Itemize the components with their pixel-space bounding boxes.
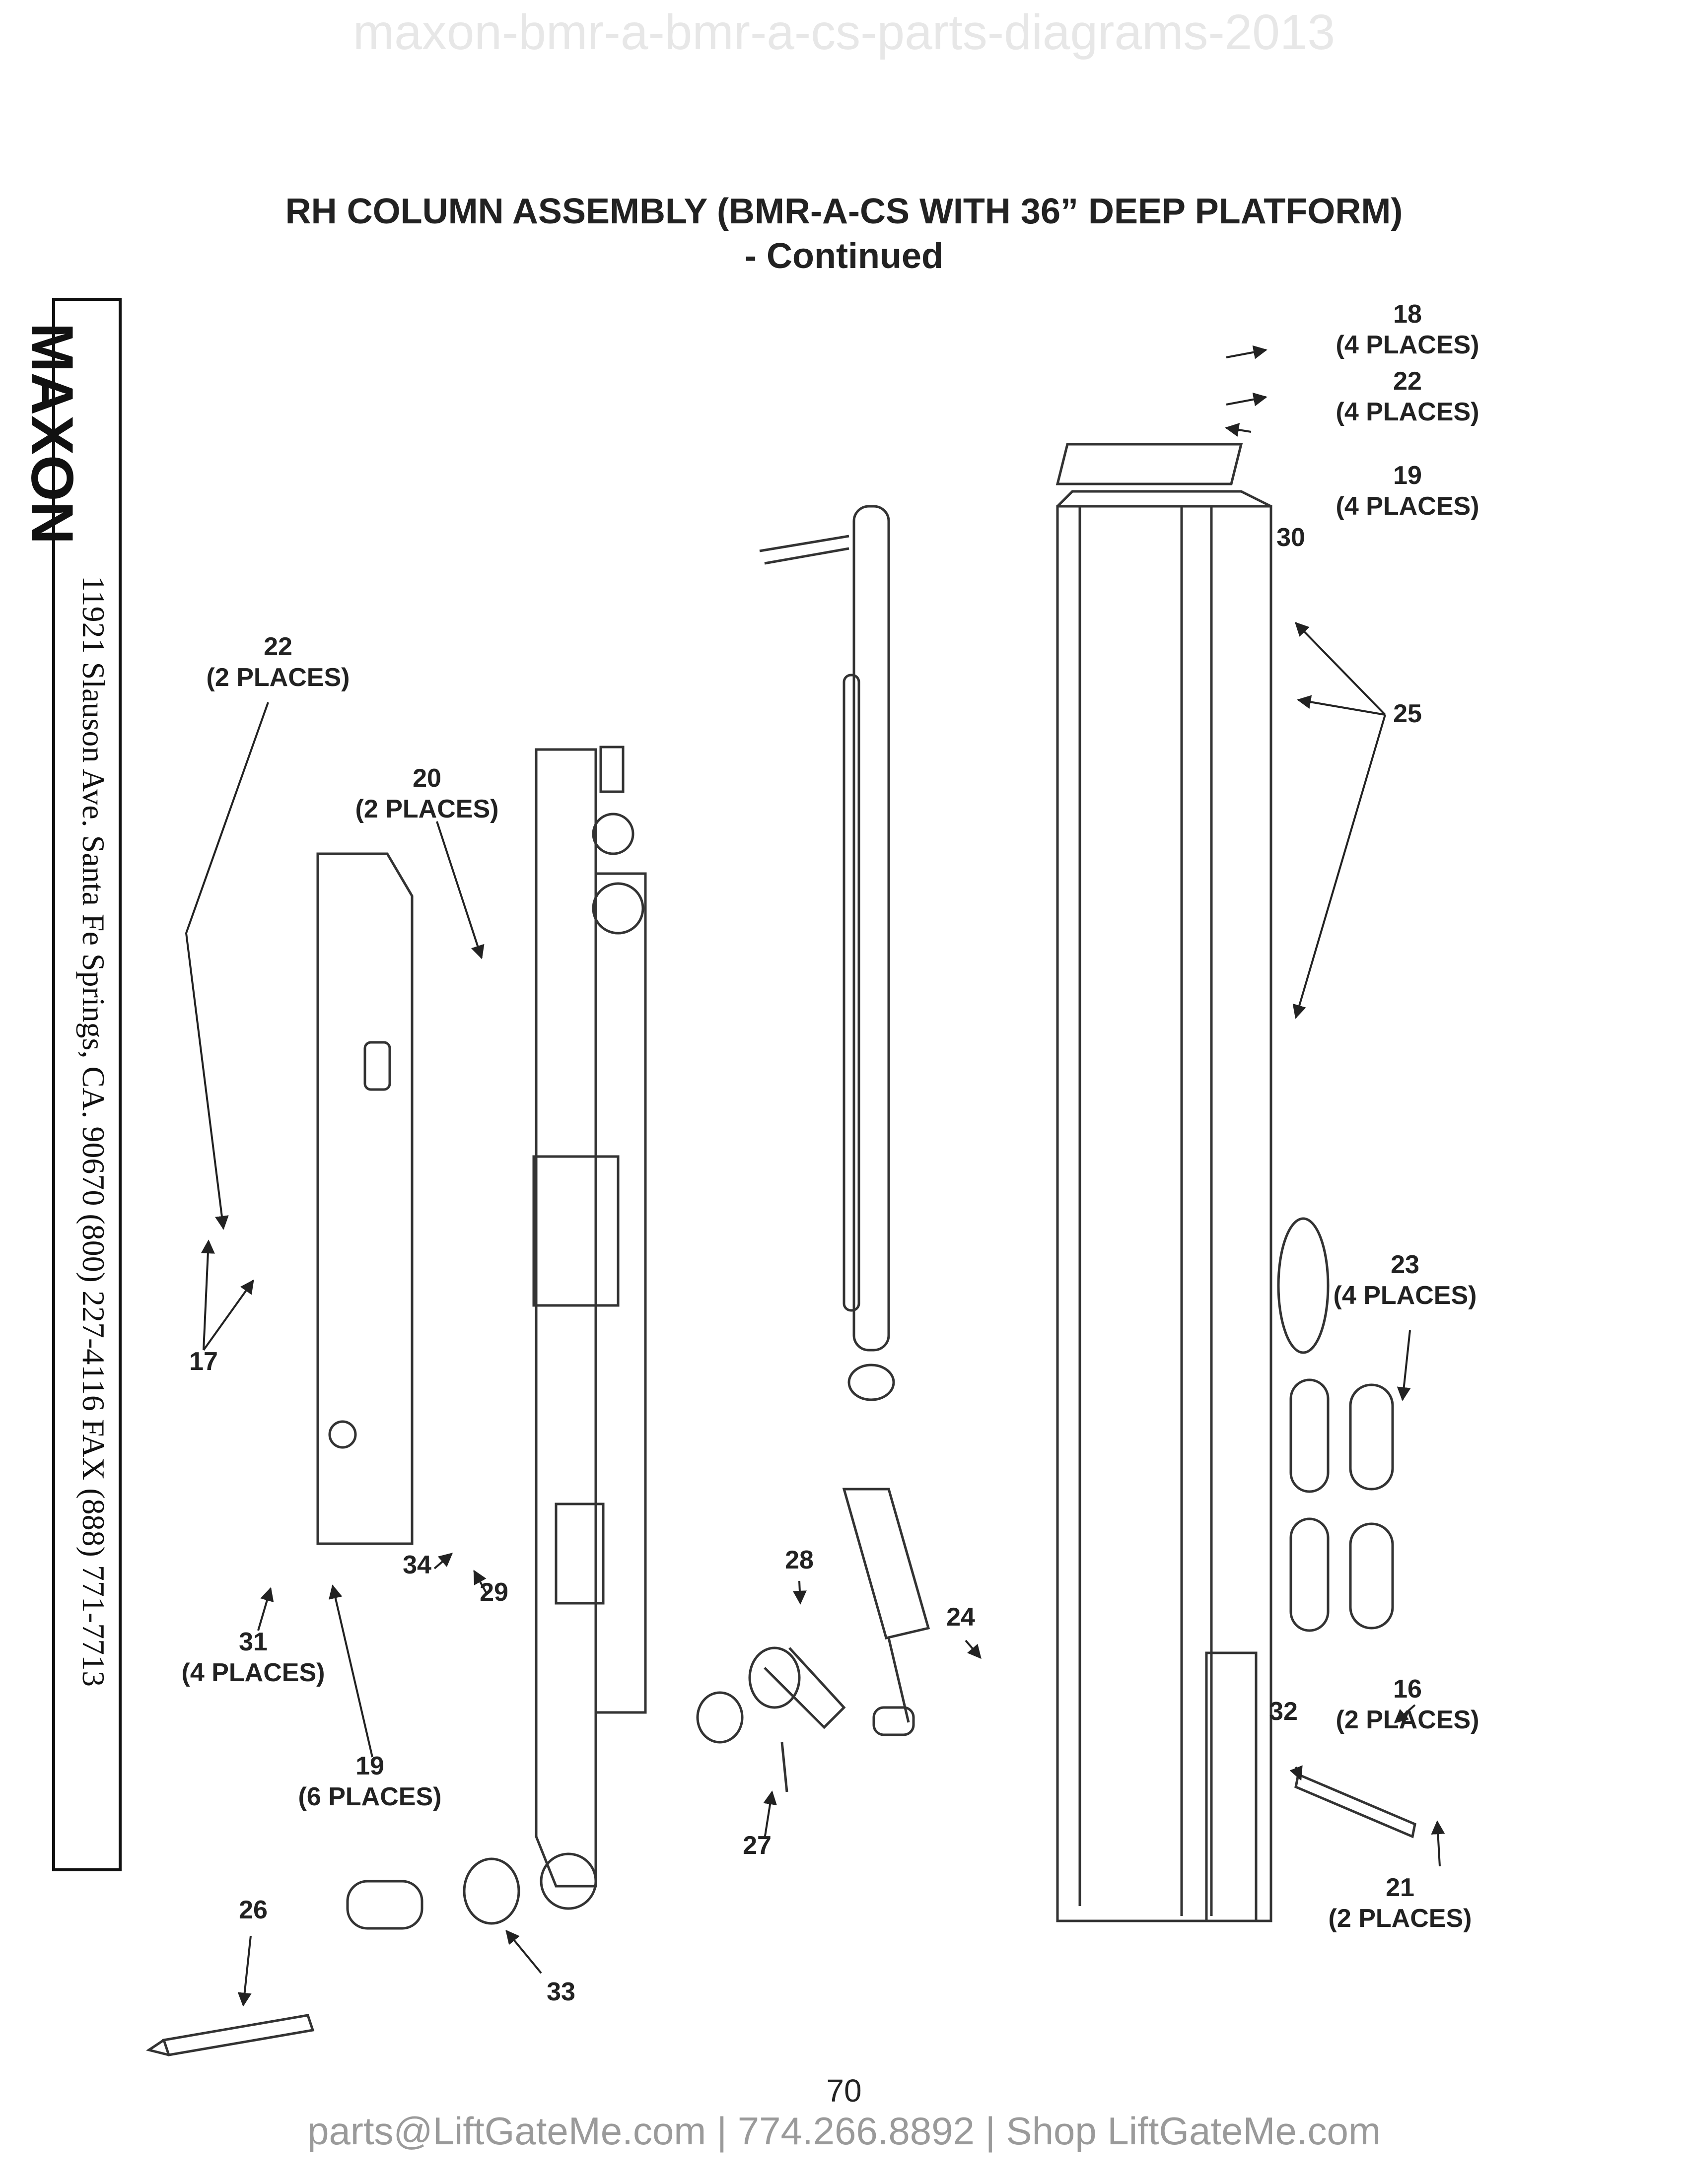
callout-number: 17 <box>189 1347 218 1376</box>
access-plate <box>1277 1217 1330 1354</box>
page-number: 70 <box>826 2073 862 2109</box>
callout-quantity: (2 PLACES) <box>355 795 499 823</box>
pin-and-spring <box>145 1857 520 2056</box>
callout-number: 27 <box>743 1831 772 1860</box>
callout-number: 24 <box>946 1603 975 1632</box>
assembly-drawing <box>145 443 1416 2056</box>
hydraulic-cylinder <box>842 1488 930 1736</box>
top-plate <box>1055 443 1243 485</box>
callout-quantity: (2 PLACES) <box>1336 1706 1479 1734</box>
callout-quantity: (4 PLACES) <box>1334 1281 1477 1310</box>
leader-lines <box>185 345 1445 2007</box>
callout-number: 20 <box>413 764 441 793</box>
callout-number: 16 <box>1393 1675 1422 1704</box>
reflectors <box>1289 1378 1394 1632</box>
callout-quantity: (4 PLACES) <box>1336 492 1479 521</box>
callout-quantity: (4 PLACES) <box>182 1658 325 1687</box>
callout-number: 31 <box>239 1628 268 1656</box>
bottom-bracket <box>1294 1773 1416 1839</box>
watermark: maxon-bmr-a-bmr-a-cs-parts-diagrams-2013 <box>352 4 1336 60</box>
callout-quantity: (6 PLACES) <box>298 1782 442 1811</box>
callout-number: 32 <box>1269 1697 1298 1726</box>
callout-number: 25 <box>1393 699 1422 728</box>
footer-contact: parts@LiftGateMe.com | 774.266.8892 | Sh… <box>307 2109 1381 2153</box>
page-subtitle: - Continued <box>745 236 943 276</box>
callout-number: 23 <box>1391 1250 1419 1279</box>
sidebar-frame <box>52 298 122 1871</box>
callout-number: 34 <box>403 1551 431 1579</box>
cylinder-rod <box>759 505 895 1401</box>
cam-assembly <box>696 1646 846 1792</box>
callout-number: 18 <box>1393 300 1422 329</box>
callout-quantity: (4 PLACES) <box>1336 331 1479 359</box>
callout-number: 29 <box>480 1578 508 1607</box>
callout-number: 28 <box>785 1546 814 1574</box>
callout-labels: 18(4 PLACES)22(4 PLACES)19(4 PLACES)3025… <box>182 300 1479 2006</box>
rh-column <box>1056 490 1272 1922</box>
callout-number: 33 <box>547 1978 575 2006</box>
side-plate <box>316 852 414 1545</box>
callout-quantity: (4 PLACES) <box>1336 398 1479 426</box>
callout-quantity: (2 PLACES) <box>1329 1904 1472 1933</box>
callout-number: 21 <box>1386 1873 1414 1902</box>
callout-number: 22 <box>264 632 292 661</box>
callout-number: 22 <box>1393 367 1422 396</box>
callout-quantity: (2 PLACES) <box>207 663 350 692</box>
callout-number: 26 <box>239 1896 268 1924</box>
page-title: RH COLUMN ASSEMBLY (BMR-A-CS WITH 36” DE… <box>285 192 1403 231</box>
callout-number: 19 <box>1393 461 1422 490</box>
carriage <box>532 746 647 1910</box>
callout-number: 19 <box>355 1752 384 1780</box>
callout-number: 30 <box>1276 523 1305 552</box>
